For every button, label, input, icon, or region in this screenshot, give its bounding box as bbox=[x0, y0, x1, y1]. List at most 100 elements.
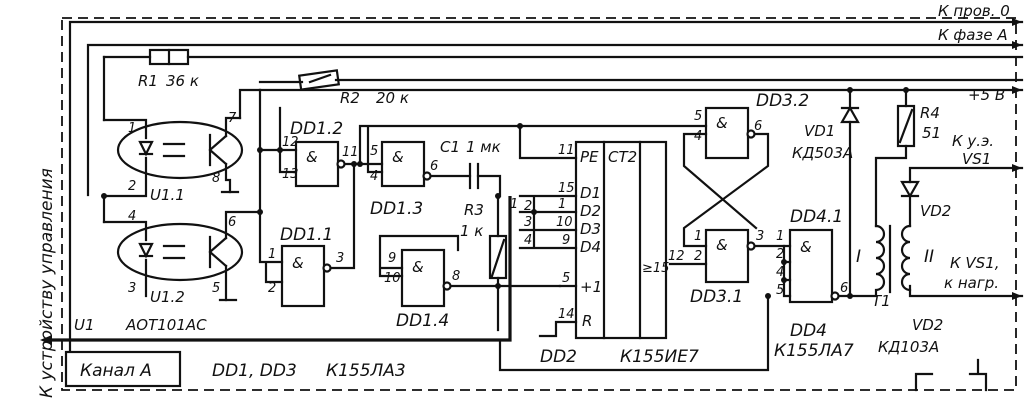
label-t1: T1 bbox=[872, 292, 891, 310]
label-dd4-1: DD4.1 bbox=[790, 207, 843, 227]
label-plus5v: +5 В bbox=[968, 86, 1005, 104]
label-c1: C1 bbox=[440, 138, 460, 156]
svg-text:&: & bbox=[412, 258, 424, 276]
gate-dd1-2 bbox=[294, 140, 340, 188]
diode-vd2 bbox=[900, 180, 920, 199]
label-c1-value: 1 мк bbox=[466, 138, 501, 156]
svg-text:4: 4 bbox=[776, 265, 784, 280]
label-r4: R4 bbox=[920, 104, 940, 122]
arrow-k-faze-a bbox=[1012, 41, 1022, 49]
svg-text:5: 5 bbox=[370, 144, 378, 159]
label-dd-types: DD1, DD3 bbox=[212, 361, 297, 381]
label-vd1-type: КД503А bbox=[792, 144, 853, 162]
svg-text:4: 4 bbox=[128, 209, 136, 224]
label-k-faze-a: К фазе А bbox=[938, 26, 1008, 44]
svg-text:&: & bbox=[716, 236, 728, 254]
label-dd-type-code: К155ЛА3 bbox=[326, 361, 406, 381]
gate-dd4-1 bbox=[788, 228, 834, 304]
label-dd4: DD4 bbox=[790, 321, 827, 341]
label-r3-value: 1 к bbox=[460, 222, 483, 240]
svg-text:+1: +1 bbox=[580, 278, 602, 296]
svg-text:1: 1 bbox=[776, 229, 784, 244]
svg-text:12: 12 bbox=[282, 135, 299, 150]
svg-text:D1: D1 bbox=[580, 184, 601, 202]
arrow-k-prov0 bbox=[1012, 18, 1022, 26]
svg-text:8: 8 bbox=[452, 269, 460, 284]
svg-text:13: 13 bbox=[282, 167, 299, 182]
svg-text:&: & bbox=[800, 238, 812, 256]
svg-text:2: 2 bbox=[268, 281, 276, 296]
svg-text:4: 4 bbox=[370, 169, 378, 184]
optocoupler-u1-1 bbox=[116, 120, 244, 180]
svg-text:5: 5 bbox=[776, 283, 784, 298]
label-control-device: К устройству управления bbox=[37, 168, 57, 398]
svg-text:5: 5 bbox=[562, 271, 570, 286]
label-vd2: VD2 bbox=[920, 202, 951, 220]
svg-text:3: 3 bbox=[756, 229, 764, 244]
label-vd2-bottom: VD2 bbox=[912, 316, 943, 334]
label-k-ue: К у.э. bbox=[952, 132, 994, 150]
svg-text:5: 5 bbox=[694, 109, 702, 124]
svg-text:9: 9 bbox=[388, 251, 396, 266]
label-u1-type: АОТ101АС bbox=[125, 316, 207, 334]
label-dd2-type: К155ИЕ7 bbox=[620, 347, 699, 367]
svg-text:10: 10 bbox=[556, 215, 573, 230]
svg-text:1: 1 bbox=[268, 247, 276, 262]
svg-text:2: 2 bbox=[776, 247, 784, 262]
label-dd3-2: DD3.2 bbox=[756, 91, 809, 111]
svg-text:6: 6 bbox=[840, 281, 848, 296]
label-channel: Канал А bbox=[80, 361, 152, 381]
svg-text:1: 1 bbox=[694, 229, 702, 244]
gate-dd1-1 bbox=[280, 244, 326, 308]
ground-symbol-2 bbox=[968, 358, 988, 392]
svg-text:3: 3 bbox=[336, 251, 344, 266]
label-k-nagr: к нагр. bbox=[944, 274, 999, 292]
svg-text:10: 10 bbox=[384, 271, 401, 286]
label-r1-value: 36 к bbox=[166, 72, 199, 90]
line-to-control bbox=[50, 196, 512, 342]
arrow-plus5v bbox=[1012, 86, 1022, 94]
light-arrows-u1-1 bbox=[162, 142, 186, 158]
svg-text:3: 3 bbox=[524, 215, 532, 230]
svg-text:4: 4 bbox=[694, 129, 702, 144]
svg-text:R: R bbox=[582, 312, 592, 330]
label-dd1-4: DD1.4 bbox=[396, 311, 449, 331]
label-dd1-1: DD1.1 bbox=[280, 225, 333, 245]
label-winding-ii: II bbox=[924, 247, 934, 267]
svg-text:&: & bbox=[392, 148, 404, 166]
label-dd3-1: DD3.1 bbox=[690, 287, 743, 307]
svg-text:7: 7 bbox=[228, 111, 237, 126]
svg-text:12: 12 bbox=[668, 249, 685, 264]
svg-text:3: 3 bbox=[128, 281, 136, 296]
svg-text:1: 1 bbox=[510, 197, 518, 212]
svg-text:11: 11 bbox=[558, 143, 575, 158]
svg-text:&: & bbox=[292, 254, 304, 272]
svg-text:D4: D4 bbox=[580, 238, 601, 256]
gate-dd3-1 bbox=[704, 228, 750, 284]
enclosure-border bbox=[61, 17, 1017, 391]
label-vd1: VD1 bbox=[804, 122, 835, 140]
svg-text:2: 2 bbox=[128, 179, 136, 194]
gate-dd1-4 bbox=[400, 248, 446, 308]
label-r4-value: 51 bbox=[922, 124, 941, 142]
label-r3: R3 bbox=[464, 201, 484, 219]
counter-dd2 bbox=[574, 140, 668, 340]
svg-text:14: 14 bbox=[558, 307, 575, 322]
svg-text:2: 2 bbox=[694, 249, 702, 264]
line-k-faze-a bbox=[86, 43, 1024, 197]
svg-text:6: 6 bbox=[754, 119, 762, 134]
label-winding-i: I bbox=[856, 247, 861, 267]
svg-text:D2: D2 bbox=[580, 202, 601, 220]
svg-text:≥15: ≥15 bbox=[642, 261, 669, 276]
gate-dd1-3 bbox=[380, 140, 426, 188]
svg-text:8: 8 bbox=[212, 171, 220, 186]
label-k-vs1: К VS1, bbox=[950, 254, 1000, 272]
ground-symbol-1 bbox=[914, 372, 934, 392]
winding-i bbox=[848, 224, 886, 298]
label-r2-value: 20 к bbox=[376, 89, 409, 107]
svg-text:D3: D3 bbox=[580, 220, 601, 238]
line-k-prov0 bbox=[68, 20, 1024, 357]
svg-text:1: 1 bbox=[128, 121, 136, 136]
label-r2: R2 bbox=[340, 89, 360, 107]
svg-text:9: 9 bbox=[562, 233, 570, 248]
